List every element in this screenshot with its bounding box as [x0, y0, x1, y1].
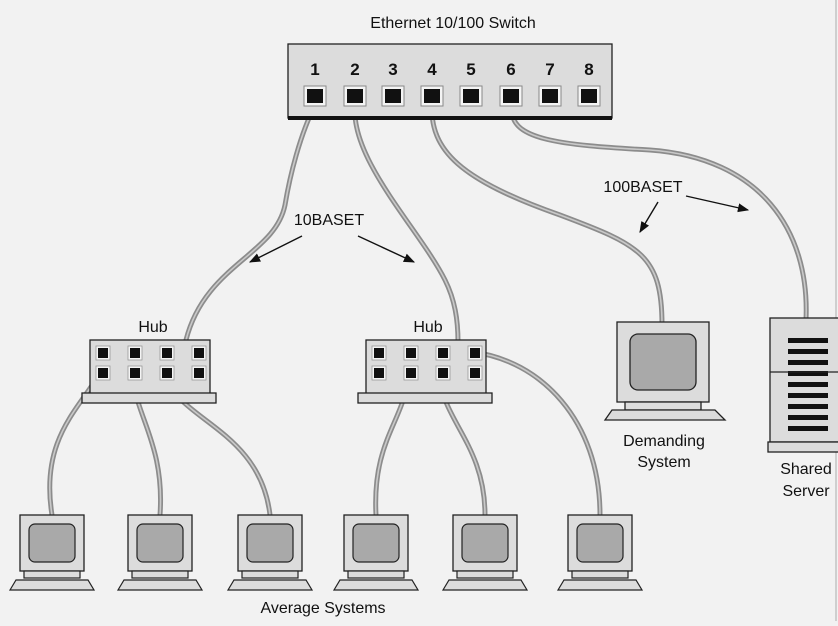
hub-left-ports	[95, 345, 207, 381]
average-systems	[8, 514, 644, 591]
keyboard-icon	[116, 579, 204, 591]
server-drive-slot	[788, 371, 828, 376]
hub-port	[162, 368, 172, 378]
hub-port	[130, 348, 140, 358]
hub-port	[406, 368, 416, 378]
keyboard-icon	[226, 579, 314, 591]
hub-right-base	[357, 392, 493, 404]
hub-left-label: Hub	[138, 319, 167, 336]
server-label-1: Shared	[780, 461, 832, 478]
ethernet-switch: 1 2 3 4 5 6 7 8	[287, 43, 613, 120]
label-10baset: 10BASET	[294, 212, 364, 229]
label-100baset: 100BASET	[603, 179, 682, 196]
hub-port	[98, 348, 108, 358]
pc-1	[8, 514, 96, 591]
switch-port-4	[424, 89, 440, 103]
switch-title: Ethernet 10/100 Switch	[370, 15, 535, 32]
arrow-10baset-left	[248, 235, 303, 263]
hub-port	[470, 368, 480, 378]
server-drive-slot	[788, 415, 828, 420]
switch-port-6	[503, 89, 519, 103]
keyboard-icon	[332, 579, 420, 591]
switch-port-5	[463, 89, 479, 103]
cables	[47, 102, 809, 518]
demanding-screen-icon	[629, 333, 697, 391]
switch-port-number: 8	[584, 60, 593, 79]
switch-body	[287, 43, 613, 119]
hub-port	[162, 348, 172, 358]
monitor-screen-icon	[246, 523, 294, 563]
hub-port	[374, 348, 384, 358]
keyboard-icon	[556, 579, 644, 591]
hub-port	[438, 368, 448, 378]
switch-port-number: 7	[545, 60, 554, 79]
server-drive-slot	[788, 349, 828, 354]
switch-port-number: 4	[427, 60, 437, 79]
pc-4	[332, 514, 420, 591]
demanding-keyboard-icon	[603, 409, 727, 421]
switch-port-number: 5	[466, 60, 475, 79]
hub-port	[470, 348, 480, 358]
server-drive-slot	[788, 393, 828, 398]
server-drive-slot	[788, 426, 828, 431]
hub-right-ports	[371, 345, 483, 381]
switch-ports: 1 2 3 4 5 6 7 8	[303, 60, 601, 107]
hub-port	[194, 368, 204, 378]
hub-port	[130, 368, 140, 378]
hub-port	[438, 348, 448, 358]
hub-right-label: Hub	[413, 319, 442, 336]
server-drive-slot	[788, 360, 828, 365]
demanding-system: Demanding System	[603, 321, 727, 471]
demanding-label-1: Demanding	[623, 433, 705, 450]
average-systems-label: Average Systems	[260, 600, 385, 617]
hub-left-base	[81, 392, 217, 404]
hub-right: Hub	[357, 319, 493, 404]
cable-port2-to-hub-right	[352, 102, 461, 345]
switch-port-number: 6	[506, 60, 515, 79]
hub-port	[406, 348, 416, 358]
keyboard-icon	[8, 579, 96, 591]
switch-port-8	[581, 89, 597, 103]
hub-left: Hub	[81, 319, 217, 404]
monitor-screen-icon	[352, 523, 400, 563]
arrow-10baset-right	[357, 235, 416, 263]
demanding-label-2: System	[637, 454, 690, 471]
switch-port-1	[307, 89, 323, 103]
hub-port	[194, 348, 204, 358]
hub-port	[374, 368, 384, 378]
pc-5	[441, 514, 529, 591]
switch-port-2	[347, 89, 363, 103]
switch-port-number: 3	[388, 60, 397, 79]
arrow-100baset-left	[639, 201, 659, 233]
monitor-screen-icon	[461, 523, 509, 563]
server-drive-slot	[788, 338, 828, 343]
pc-6	[556, 514, 644, 591]
pc-3	[226, 514, 314, 591]
server-drive-slot	[788, 382, 828, 387]
monitor-screen-icon	[28, 523, 76, 563]
shared-server: Shared Server	[767, 317, 838, 500]
server-label-2: Server	[782, 483, 830, 500]
server-drive-slot	[788, 404, 828, 409]
monitor-screen-icon	[136, 523, 184, 563]
keyboard-icon	[441, 579, 529, 591]
pc-2	[116, 514, 204, 591]
server-tower-icon	[769, 317, 838, 443]
switch-port-number: 1	[310, 60, 319, 79]
arrow-100baset-right	[685, 195, 750, 213]
switch-port-7	[542, 89, 558, 103]
switch-port-3	[385, 89, 401, 103]
hub-port	[98, 368, 108, 378]
monitor-screen-icon	[576, 523, 624, 563]
server-drive-slots	[770, 338, 838, 431]
switch-port-number: 2	[350, 60, 359, 79]
